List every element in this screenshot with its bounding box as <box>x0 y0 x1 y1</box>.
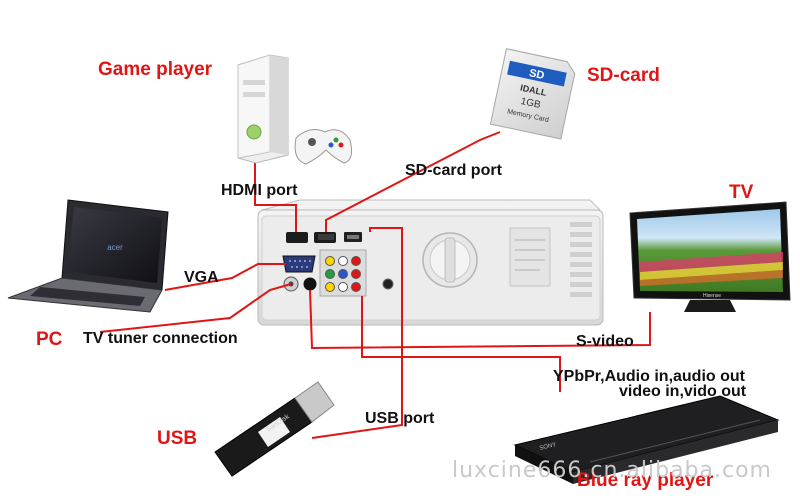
label-blue-ray: Blue ray player <box>577 470 714 491</box>
label-s-video: S-video <box>576 333 634 350</box>
blu-ray-player: SONY <box>513 395 780 484</box>
usb-drive: SanDisk <box>214 381 335 477</box>
audio-out-port <box>382 278 394 290</box>
s-video-port <box>303 277 317 291</box>
label-sd-card: SD-card <box>587 65 660 86</box>
label-usb: USB <box>157 428 198 449</box>
sd-card: SD IDALL 1GB Memory Card <box>489 48 576 140</box>
television: Hisense <box>629 201 791 312</box>
laptop: acer <box>7 199 169 313</box>
cable-tuner <box>99 283 292 333</box>
hdmi-port <box>286 232 308 243</box>
vga-port <box>282 255 316 273</box>
game-controller <box>294 129 352 165</box>
projector-vents <box>570 222 592 297</box>
cable-s-video <box>309 289 651 350</box>
cable-usb <box>311 240 403 439</box>
laptop-brand: acer <box>107 243 123 252</box>
label-hdmi-port: HDMI port <box>221 182 298 199</box>
player-brand: SONY <box>539 442 557 452</box>
label-ypbpr-line2: video in,vido out <box>619 383 747 400</box>
label-vga: VGA <box>184 269 219 286</box>
label-usb-port: USB port <box>365 410 435 427</box>
sd-brand: SD <box>528 67 545 82</box>
label-tv-tuner: TV tuner connection <box>83 330 238 347</box>
tv-brand: Hisense <box>703 293 721 299</box>
label-sd-card-port: SD-card port <box>405 162 502 179</box>
label-tv: TV <box>729 182 754 203</box>
av-ports <box>319 249 367 297</box>
label-ypbpr-line1: YPbPr,Audio in,audio out <box>553 368 745 385</box>
sd-capacity: 1GB <box>520 96 542 111</box>
cable-ypbpr <box>361 296 561 392</box>
sd-card-port <box>318 234 334 240</box>
projector-knob <box>422 232 478 288</box>
cable-sd <box>325 131 501 232</box>
game-console <box>237 54 289 164</box>
label-game-player: Game player <box>98 59 213 80</box>
label-pc: PC <box>36 329 63 350</box>
cable-vga <box>164 263 286 291</box>
projector <box>257 199 604 326</box>
watermark: luxcine666.cn.alibaba.com <box>452 458 772 483</box>
cable-tv <box>369 227 403 240</box>
projector-spec-label <box>509 227 551 287</box>
